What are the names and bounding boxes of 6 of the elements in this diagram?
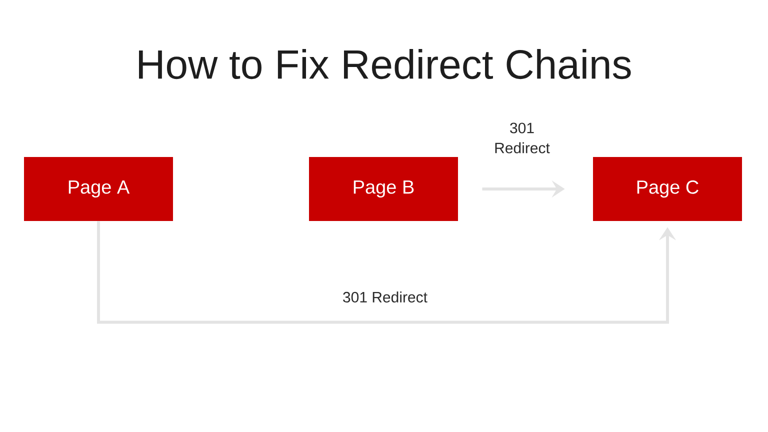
process-box: Page B bbox=[309, 157, 458, 221]
title: How to Fix Redirect Chains bbox=[139, 48, 631, 80]
edge-label: 301 Redirect bbox=[343, 292, 428, 302]
edge-label: 301 Redirect bbox=[495, 122, 550, 154]
process-box: Page A bbox=[24, 157, 173, 221]
process-box: Page C bbox=[593, 157, 742, 221]
